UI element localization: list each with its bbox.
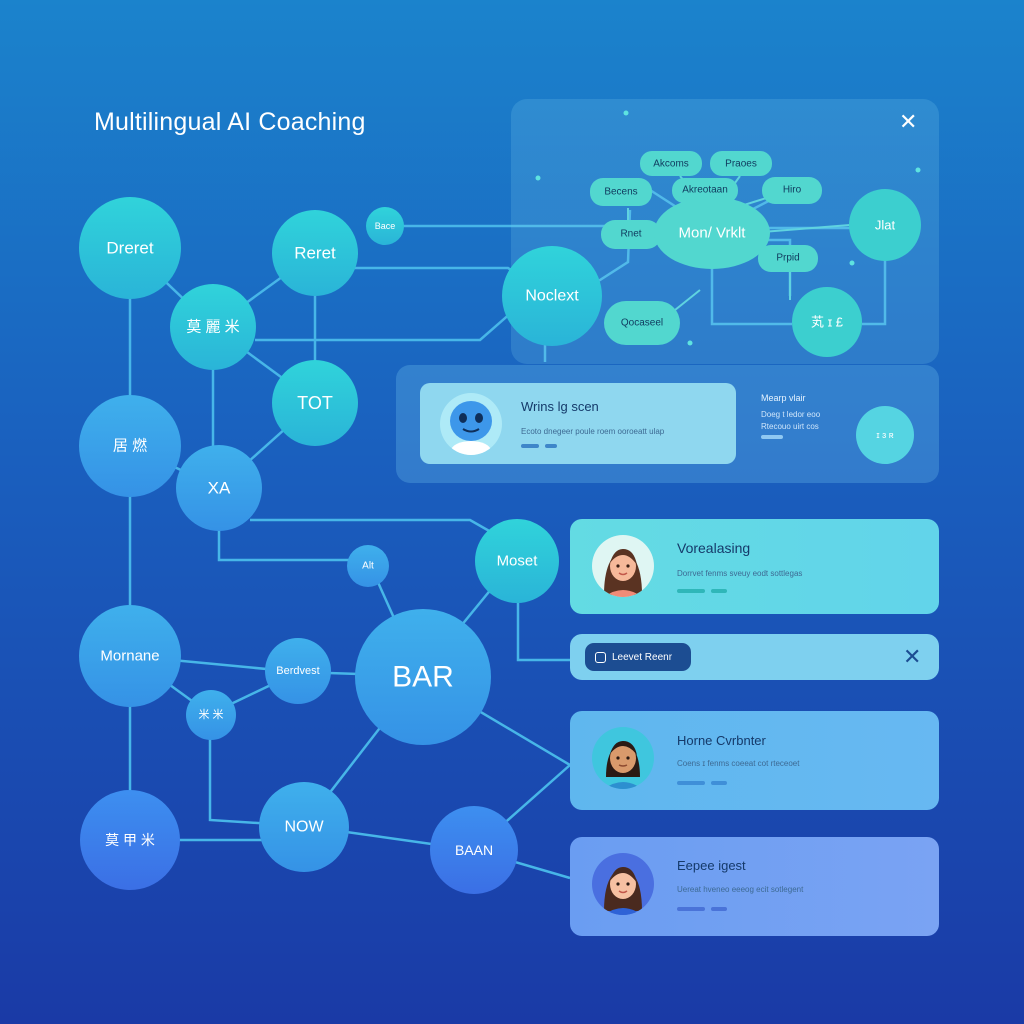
square-icon	[595, 651, 606, 663]
panel-dots	[535, 110, 921, 346]
preview-subtitle: Ecoto dnegeer poule roem ooroeatt ulap	[521, 427, 665, 436]
node-cjk4[interactable]	[80, 790, 180, 890]
card-3-subtitle: Uereat hveneo eeeog ecit sotlegent	[677, 885, 804, 894]
action-chip[interactable]: Leevet Reenr	[585, 643, 691, 671]
card-2-progress	[677, 781, 727, 785]
node-now-label: NOW	[284, 819, 324, 836]
side-line-1: Doeg t ledor eoo	[761, 410, 821, 419]
node-cjk1[interactable]	[170, 284, 256, 370]
node-cjk3-label: 米 米	[198, 708, 223, 721]
pill-praoes[interactable]	[710, 151, 772, 176]
pill-hiro-label: Hiro	[783, 185, 802, 196]
robot-avatar-icon	[440, 393, 502, 455]
node-mornane-label: Mornane	[100, 648, 159, 665]
action-chip-label: Leevet Reenr	[612, 651, 673, 663]
pill-praoes-label: Praoes	[725, 159, 757, 170]
node-cjk1-label: 莫 麗 米	[186, 319, 239, 336]
side-bar	[761, 435, 783, 439]
woman-avatar-icon	[592, 535, 654, 597]
node-tot[interactable]	[272, 360, 358, 446]
node-tot-label: TOT	[297, 393, 333, 413]
node-bace[interactable]	[366, 207, 404, 245]
pill-prpid[interactable]	[758, 245, 818, 272]
node-berdvest[interactable]	[265, 638, 331, 704]
node-alt[interactable]	[347, 545, 389, 587]
pill-qocaseel-label: Qocaseel	[621, 318, 663, 329]
inline-action-bar: Leevet Reenr ✕	[570, 634, 939, 680]
pill-becens-label: Becens	[604, 187, 637, 198]
card-2-subtitle: Coens ɪ fenms coeeat cot rteceoet	[677, 759, 800, 768]
node-baan-label: BAAN	[455, 842, 493, 858]
pill-becens[interactable]	[590, 178, 652, 206]
node-cjk2-label: 居 燃	[113, 437, 147, 455]
pill-akreotaan[interactable]	[672, 178, 738, 203]
node-cjk4-label: 莫 甲 米	[105, 832, 155, 848]
coach-card-2[interactable]: Horne Cvrbnter Coens ɪ fenms coeeat cot …	[570, 711, 939, 810]
pill-akreotaan-label: Akreotaan	[682, 185, 728, 196]
node-moset[interactable]	[475, 519, 559, 603]
panel-nodes: Mon/ Vrklt Jlat 芄 ɪ £	[654, 189, 921, 357]
coach-card-3[interactable]: Eepee igest Uereat hveneo eeeog ecit sot…	[570, 837, 939, 936]
card-1-title: Vorealasing	[677, 540, 751, 556]
coach-preview-inner[interactable]: Wrins lg scen Ecoto dnegeer poule roem o…	[420, 383, 736, 464]
node-baan[interactable]	[430, 806, 518, 894]
node-dreret-label: Dreret	[106, 239, 154, 258]
page-title: Multilingual AI Coaching	[94, 108, 366, 136]
man-avatar-icon	[592, 727, 654, 789]
card-3-progress	[677, 907, 727, 911]
pill-hiro[interactable]	[762, 177, 822, 204]
node-bace-label: Bace	[375, 221, 396, 231]
node-noclext[interactable]	[502, 246, 602, 346]
node-reret[interactable]	[272, 210, 358, 296]
node-xa[interactable]	[176, 445, 262, 531]
node-berdvest-label: Berdvest	[276, 665, 319, 677]
preview-progress	[521, 444, 557, 448]
node-noclext-label: Noclext	[525, 288, 579, 305]
card-3-title: Eepee igest	[677, 858, 746, 873]
girl-avatar-icon	[592, 853, 654, 915]
node-now[interactable]	[259, 782, 349, 872]
pill-akcoms[interactable]	[640, 151, 702, 176]
card-1-subtitle: Dorrvet fenms sveuy eodt sottlegas	[677, 569, 803, 578]
node-xa-label: XA	[208, 479, 231, 498]
panel-pills: Akcoms Praoes Becens Akreotaan Hiro Rnet…	[590, 151, 822, 345]
hub-node-label: Mon/ Vrklt	[679, 225, 747, 242]
side-title: Mearp vlair	[761, 393, 806, 403]
node-cjk3[interactable]	[186, 690, 236, 740]
card-1-progress	[677, 589, 727, 593]
node-reret-label: Reret	[294, 244, 336, 263]
pill-prpid-label: Prpid	[776, 253, 799, 264]
language-circle-button[interactable]: ɪ ɜ ʀ	[856, 406, 914, 464]
pill-akcoms-label: Akcoms	[653, 159, 689, 170]
card-2-title: Horne Cvrbnter	[677, 733, 766, 748]
node-jlat[interactable]	[849, 189, 921, 261]
coach-card-1[interactable]: Vorealasing Dorrvet fenms sveuy eodt sot…	[570, 519, 939, 614]
side-line-2: Rtecouo uirt cos	[761, 422, 819, 431]
node-moset-label: Moset	[497, 553, 539, 570]
node-dreret[interactable]	[79, 197, 181, 299]
hub-node[interactable]	[654, 197, 770, 269]
preview-title: Wrins lg scen	[521, 399, 599, 414]
node-panel-cjk-label: 芄 ɪ £	[811, 315, 844, 330]
node-bar-label: BAR	[392, 661, 454, 694]
pill-rnet[interactable]	[601, 220, 661, 249]
node-alt-label: Alt	[362, 561, 374, 572]
node-mornane[interactable]	[79, 605, 181, 707]
node-panel-cjk[interactable]	[792, 287, 862, 357]
node-jlat-label: Jlat	[875, 218, 896, 233]
close-icon[interactable]: ✕	[903, 644, 922, 669]
node-bar[interactable]	[355, 609, 491, 745]
pill-rnet-label: Rnet	[620, 229, 641, 240]
close-icon[interactable]: ✕	[899, 109, 918, 134]
pill-qocaseel[interactable]	[604, 301, 680, 345]
node-cjk2[interactable]	[79, 395, 181, 497]
